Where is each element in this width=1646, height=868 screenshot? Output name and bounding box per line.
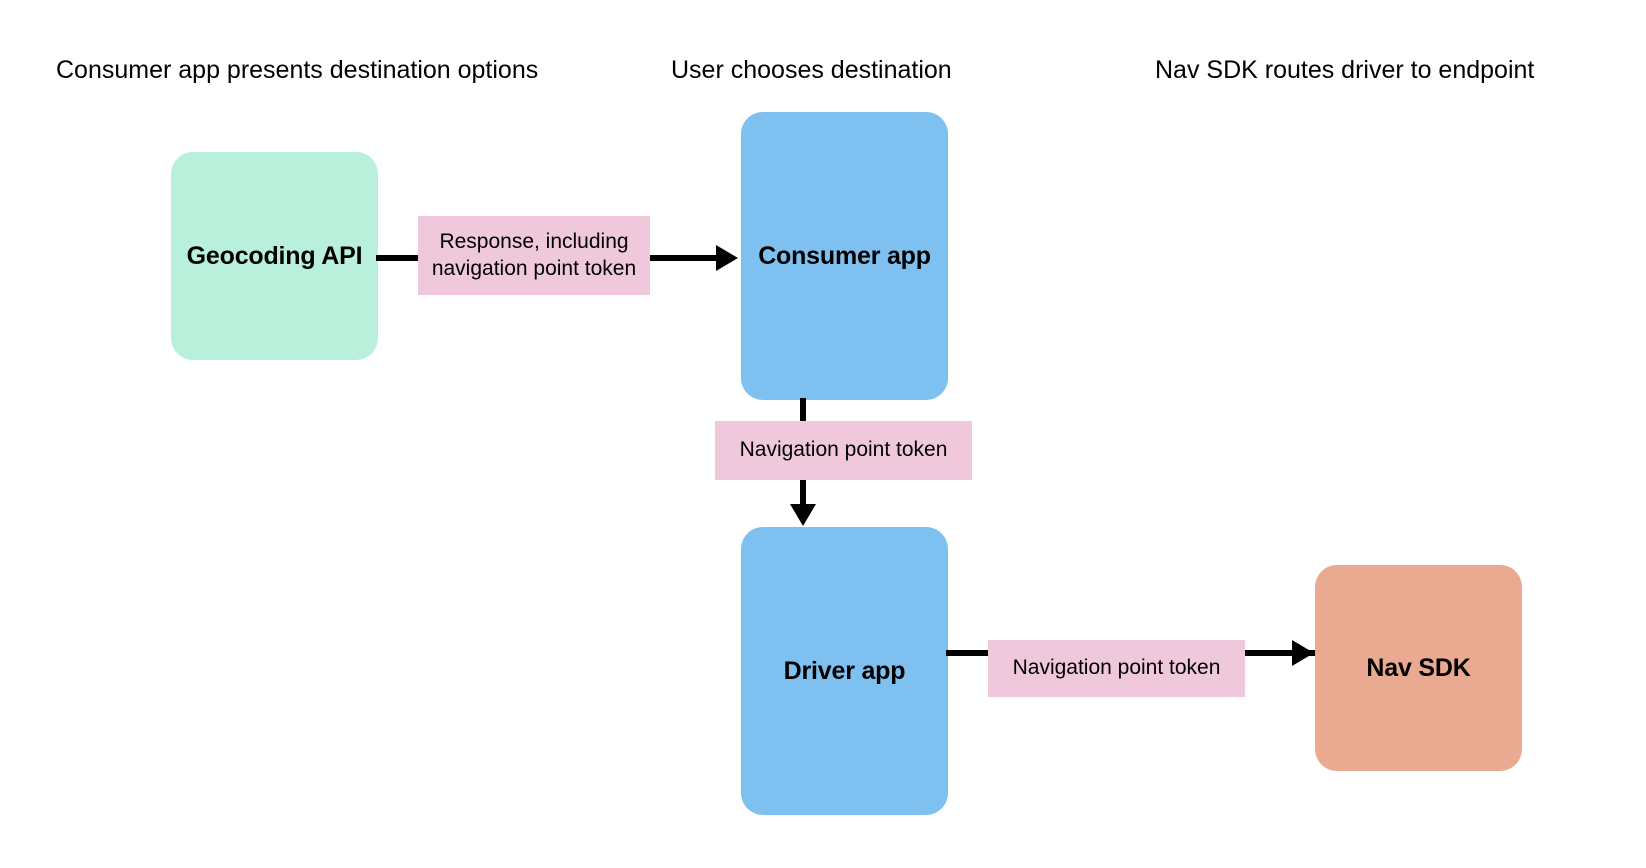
node-consumer-app-label: Consumer app: [758, 241, 931, 270]
node-geocoding-api-label: Geocoding API: [186, 241, 363, 270]
edge-label-text: Navigation point token: [1012, 656, 1221, 680]
edge-line-label-to-navsdk: [1243, 650, 1315, 656]
edge-label-navigation-point-token-vertical: Navigation point token: [715, 421, 972, 480]
arrowhead-to-consumer-app-icon: [716, 245, 738, 271]
column-header-user-chooses: User chooses destination: [671, 56, 952, 84]
arrowhead-to-nav-sdk-icon: [1292, 640, 1314, 666]
edge-line-driver-to-label: [946, 650, 990, 656]
node-driver-app[interactable]: Driver app: [741, 527, 948, 815]
node-geocoding-api[interactable]: Geocoding API: [171, 152, 378, 360]
edge-line-geocoding-to-label: [376, 255, 420, 261]
edge-label-text: Response, including navigation point tok…: [431, 229, 637, 280]
node-nav-sdk[interactable]: Nav SDK: [1315, 565, 1522, 771]
column-header-nav-sdk-routes: Nav SDK routes driver to endpoint: [1155, 56, 1535, 84]
edge-label-text: Navigation point token: [739, 438, 948, 462]
edge-line-label-to-consumer: [648, 255, 720, 261]
node-consumer-app[interactable]: Consumer app: [741, 112, 948, 400]
node-nav-sdk-label: Nav SDK: [1366, 653, 1471, 682]
arrowhead-to-driver-app-icon: [790, 504, 816, 526]
edge-label-navigation-point-token-horizontal: Navigation point token: [988, 640, 1245, 697]
edge-label-response-including-navigation-point-token: Response, including navigation point tok…: [418, 216, 650, 295]
column-header-consumer-app-presents: Consumer app presents destination option…: [56, 56, 539, 84]
node-driver-app-label: Driver app: [783, 656, 906, 685]
